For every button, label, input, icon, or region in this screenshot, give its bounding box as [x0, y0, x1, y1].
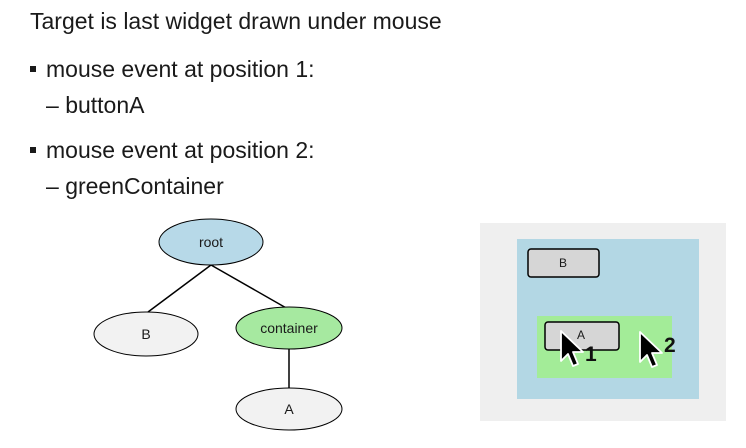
mockup-button-b-label: B	[559, 256, 567, 270]
widget-tree: root B container A	[93, 218, 343, 431]
tree-node-root: root	[158, 218, 264, 266]
bullet-1-text: mouse event at position 1:	[46, 56, 315, 82]
bullet-1: mouse event at position 1:	[30, 54, 315, 84]
bullet-1-sub-text: buttonA	[65, 92, 145, 118]
bullet-1-sub: – buttonA	[46, 90, 144, 120]
cursor-2-icon	[639, 331, 663, 368]
tree-node-a-label: A	[284, 401, 294, 417]
cursor-1-label: 1	[585, 343, 597, 366]
tree-node-b-label: B	[141, 326, 150, 342]
bullet-2: mouse event at position 2:	[30, 135, 315, 165]
slide-title: Target is last widget drawn under mouse	[30, 8, 442, 34]
bullet-marker	[30, 146, 36, 153]
mockup-button-b: B	[527, 248, 600, 278]
tree-node-root-label: root	[199, 234, 223, 250]
bullet-marker	[30, 65, 36, 72]
mockup-button-a: A	[544, 321, 620, 351]
dash: –	[46, 92, 66, 118]
cursor-1-icon	[560, 330, 584, 367]
tree-node-container-label: container	[260, 320, 318, 336]
tree-node-container: container	[235, 306, 343, 350]
bullet-2-sub: – greenContainer	[46, 171, 224, 201]
cursor-2-label: 2	[664, 334, 676, 357]
dash: –	[46, 173, 66, 199]
edge-root-b	[147, 264, 212, 313]
ui-mockup: B A 1 2	[480, 223, 726, 421]
mockup-button-a-label: A	[577, 328, 585, 342]
tree-node-a: A	[235, 387, 343, 431]
edge-root-container	[210, 264, 289, 310]
bullet-2-text: mouse event at position 2:	[46, 137, 315, 163]
tree-node-b: B	[93, 311, 199, 357]
bullet-2-sub-text: greenContainer	[65, 173, 224, 199]
